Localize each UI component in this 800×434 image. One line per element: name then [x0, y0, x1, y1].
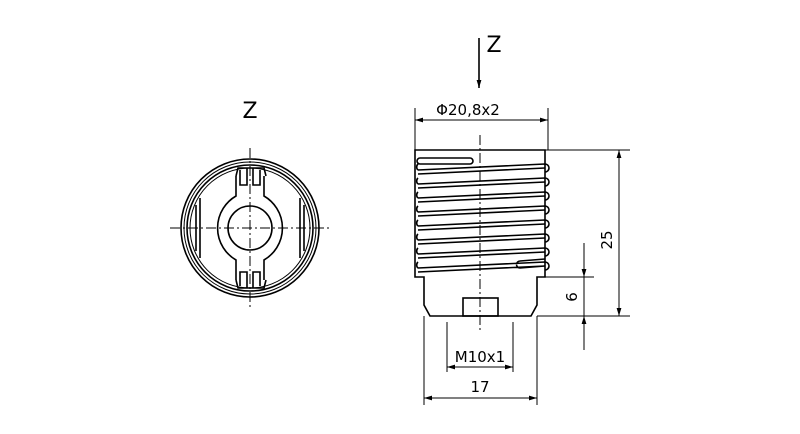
thread-path	[415, 157, 550, 273]
inner-thread-dimension: M10x1	[455, 348, 505, 366]
base-height-dimension: 6	[563, 292, 581, 302]
thread-diameter-dimension: Φ20,8x2	[436, 101, 500, 119]
base-width-dimension: 17	[470, 378, 489, 396]
view-z: Z	[170, 99, 332, 310]
side-view: Z Φ20,8x2 25 6 M10x1 17	[414, 33, 630, 405]
thread-turns	[415, 157, 550, 273]
view-z-label: Z	[242, 99, 257, 124]
direction-label: Z	[486, 33, 501, 58]
height-dimension: 25	[598, 230, 616, 249]
